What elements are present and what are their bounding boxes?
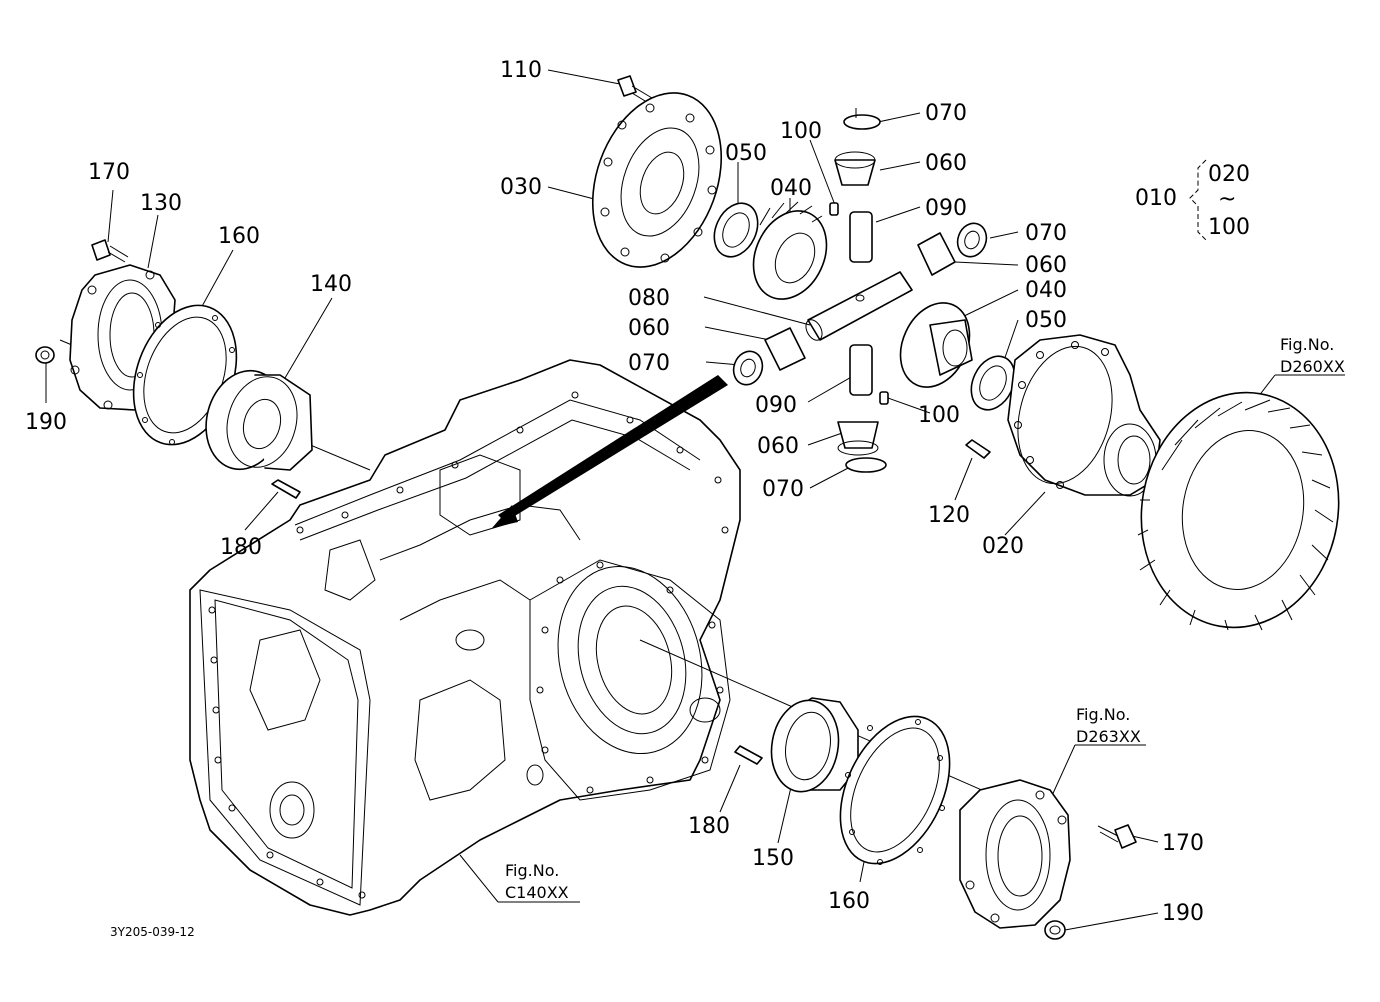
callout-170-right: 170 [1162,831,1204,856]
figure-refs: Fig.No. D260XX Fig.No. D263XX Fig.No. C1… [505,335,1345,902]
transmission-case [189,359,741,916]
assembly-parent-number: 010 [1135,186,1177,211]
callout-100-top: 100 [780,119,822,144]
fig-ref-d260-code: D260XX [1280,357,1345,376]
case-bolt-holes [208,391,729,899]
callout-180-left: 180 [220,535,262,560]
fig-ref-c140-code: C140XX [505,883,569,902]
assembly-range: 010 020 ~ 100 [1135,159,1250,241]
callout-060-left: 060 [628,316,670,341]
callout-060-top: 060 [925,151,967,176]
right-axle-assembly [639,639,1137,940]
callout-080: 080 [628,286,670,311]
callout-060-right: 060 [1025,253,1067,278]
callout-090-bottom: 090 [755,393,797,418]
callout-070-top: 070 [925,101,967,126]
callout-040-top: 040 [770,176,812,201]
callout-190-left: 190 [25,410,67,435]
callout-110: 110 [500,58,542,83]
callout-090-top: 090 [925,196,967,221]
callout-180-right: 180 [688,814,730,839]
callout-100-bottom: 100 [918,403,960,428]
callout-030: 030 [500,175,542,200]
callout-060-bottom: 060 [757,434,799,459]
callout-160-right: 160 [828,889,870,914]
callout-070-right: 070 [1025,221,1067,246]
callout-labels: 110 030 050 040 100 070 060 090 070 060 … [25,58,1204,926]
callout-150: 150 [752,846,794,871]
callout-120: 120 [928,503,970,528]
callout-190-right: 190 [1162,901,1204,926]
callout-040-right: 040 [1025,278,1067,303]
fig-ref-d263-code: D263XX [1076,727,1141,746]
callout-170-left: 170 [88,160,130,185]
left-axle-assembly [35,239,371,499]
callout-020: 020 [982,534,1024,559]
assembly-range-to: 100 [1208,215,1250,240]
callout-050-top: 050 [725,141,767,166]
fig-ref-c140-label: Fig.No. [505,861,559,880]
document-id: 3Y205-039-12 [110,925,195,939]
callout-160-left: 160 [218,224,260,249]
differential-assembly [591,75,1340,631]
assembly-range-from: 020 [1208,162,1250,187]
install-arrow [492,375,728,528]
callout-070-bottom: 070 [762,477,804,502]
callout-070-left: 070 [628,351,670,376]
assembly-range-tilde: ~ [1218,187,1236,212]
fig-ref-d263-label: Fig.No. [1076,705,1130,724]
callout-130: 130 [140,191,182,216]
callout-050-right: 050 [1025,308,1067,333]
fig-ref-d260-label: Fig.No. [1280,335,1334,354]
callout-140: 140 [310,272,352,297]
